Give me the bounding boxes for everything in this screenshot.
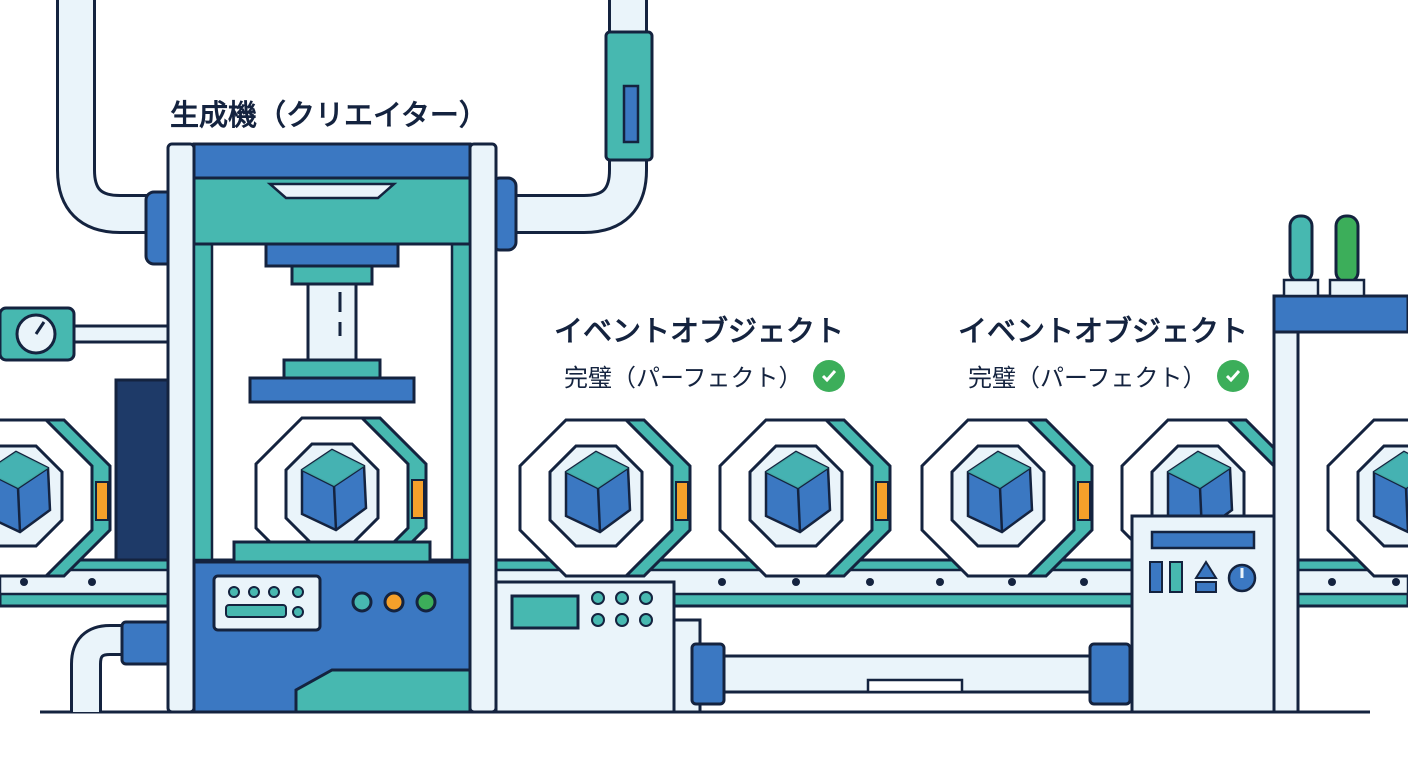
creator-press-machine bbox=[146, 144, 516, 712]
event-object-part bbox=[0, 420, 110, 576]
check-circle-icon bbox=[1217, 360, 1249, 392]
event-object-part bbox=[720, 420, 890, 576]
creator-label: 生成機（クリエイター） bbox=[170, 92, 488, 134]
event-object-title: イベントオブジェクト bbox=[958, 308, 1249, 350]
hydraulic-cylinder bbox=[692, 644, 1130, 704]
event-label-group: イベントオブジェクト 完璧（パーフェクト） bbox=[554, 308, 845, 393]
event-status-label: 完璧（パーフェクト） bbox=[564, 358, 803, 393]
check-circle-icon bbox=[813, 360, 845, 392]
event-status: 完璧（パーフェクト） bbox=[564, 358, 845, 393]
event-status: 完璧（パーフェクト） bbox=[968, 358, 1249, 393]
event-object-part bbox=[520, 420, 690, 576]
control-box bbox=[496, 582, 700, 712]
pipe-left bbox=[76, 0, 160, 214]
event-status-label: 完璧（パーフェクト） bbox=[968, 358, 1207, 393]
pipe-right bbox=[508, 0, 652, 214]
event-label-group: イベントオブジェクト 完璧（パーフェクト） bbox=[958, 308, 1249, 393]
pressure-gauge bbox=[0, 308, 170, 360]
event-object-part bbox=[1328, 420, 1408, 576]
event-object-part bbox=[922, 420, 1092, 576]
event-object-title: イベントオブジェクト bbox=[554, 308, 845, 350]
